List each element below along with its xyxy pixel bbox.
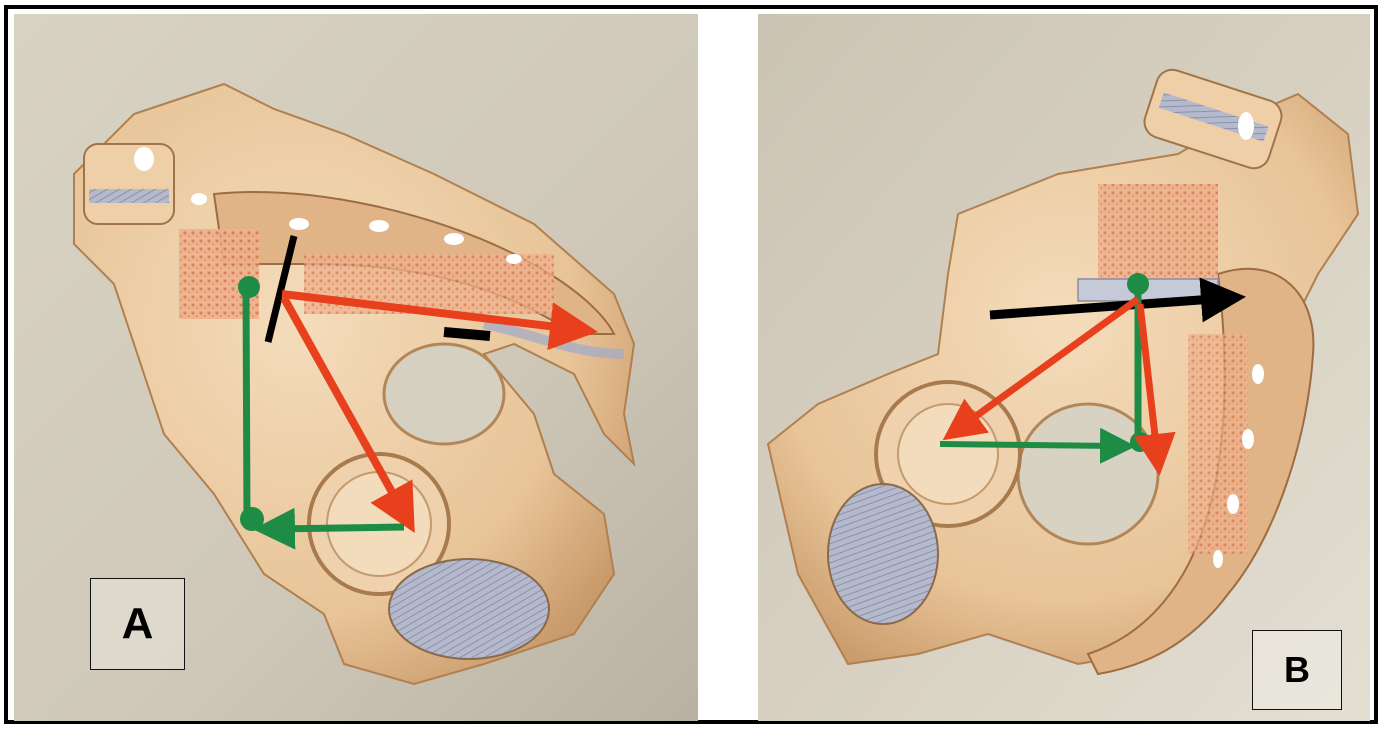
green-joint-top xyxy=(238,276,260,298)
obturator-membrane xyxy=(828,484,938,624)
panel-b xyxy=(758,14,1370,721)
sciatic-notch xyxy=(384,344,504,444)
black-reference-mark xyxy=(444,332,490,336)
green-joint-bottom xyxy=(240,507,264,531)
panel-label-a: A xyxy=(90,578,185,670)
green-joint-top xyxy=(1127,273,1149,295)
panel-label-b: B xyxy=(1252,630,1342,710)
vertebra-body xyxy=(84,144,174,224)
sacral-marrow-region xyxy=(1188,334,1248,554)
marrow-region xyxy=(1098,184,1218,294)
green-axis-vertical xyxy=(246,287,247,522)
green-joint-bottom xyxy=(1130,432,1150,452)
panel-b-illustration xyxy=(758,14,1370,721)
green-arrow-horizontal xyxy=(940,444,1118,446)
green-arrow-horizontal xyxy=(274,527,404,529)
intervertebral-disc xyxy=(89,189,169,203)
obturator-membrane xyxy=(389,559,549,659)
